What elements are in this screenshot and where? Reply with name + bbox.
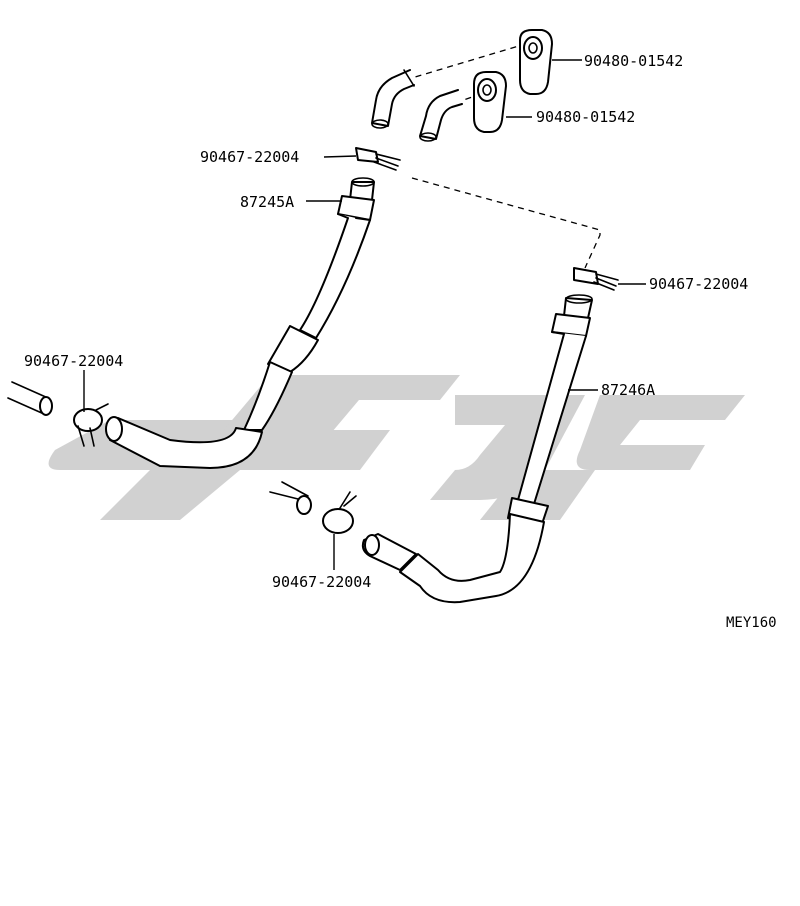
hose-clip-b — [473, 71, 507, 133]
clamp-upper-left — [355, 147, 401, 171]
leader-lines — [83, 59, 646, 570]
clamp-bottom-center — [322, 491, 357, 534]
label-clamp-upper-left: 90467-22004 — [200, 148, 299, 166]
label-hose-clip-a: 90480-01542 — [584, 52, 683, 70]
small-hose-top-right — [419, 89, 463, 142]
clamp-right — [573, 267, 619, 291]
hose-left-87245a — [105, 177, 375, 469]
label-hose-clip-b: 90480-01542 — [536, 108, 635, 126]
small-hose-top-left — [371, 69, 415, 129]
label-clamp-right: 90467-22004 — [649, 275, 748, 293]
dashed-link-right — [411, 177, 601, 269]
diagram-code: MEY160 — [726, 615, 777, 631]
hose-right-87246a — [361, 294, 593, 604]
label-clamp-far-left: 90467-22004 — [24, 352, 123, 370]
label-hose-right: 87246A — [601, 381, 655, 399]
stub-pipe-bottom — [269, 481, 312, 515]
hose-clip-a — [519, 29, 553, 95]
label-hose-left: 87245A — [240, 193, 294, 211]
clamp-far-left — [73, 403, 109, 447]
dashed-link-upper — [404, 44, 523, 81]
label-clamp-bottom-center: 90467-22004 — [272, 573, 371, 591]
stub-pipe-left — [7, 381, 53, 416]
